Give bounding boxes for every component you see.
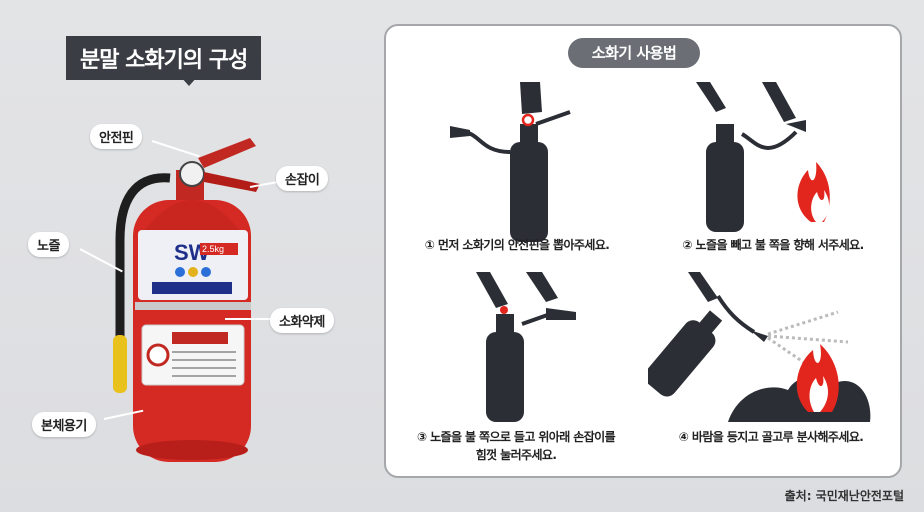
source-credit: 출처: 국민재난안전포털 bbox=[784, 489, 904, 503]
usage-panel: 소화기 사용법 ① 먼저 소화기의 안전핀을 뽑아주세요. ② 노즐을 빼고 불… bbox=[384, 24, 902, 478]
step3-caption-line2: 힘껏 눌러주세요. bbox=[475, 448, 557, 462]
lever-top bbox=[198, 138, 256, 168]
pressure-gauge bbox=[179, 161, 205, 187]
step1-illustration bbox=[450, 82, 571, 242]
safety-pin-label: 안전핀 bbox=[90, 124, 143, 149]
lever-bottom bbox=[204, 172, 260, 192]
title-wrap: 분말 소화기의 구성 bbox=[66, 36, 262, 86]
step3-illustration bbox=[476, 272, 576, 422]
body-label: 본체용기 bbox=[32, 412, 96, 437]
svg-text:2.5kg: 2.5kg bbox=[202, 244, 224, 254]
step4-caption: ④ 바람을 등지고 골고루 분사해주세요. bbox=[678, 430, 864, 444]
step2-illustration bbox=[696, 82, 830, 232]
extinguisher-illustration: SW 2.5kg bbox=[113, 138, 260, 462]
page-title: 분말 소화기의 구성 bbox=[66, 36, 262, 80]
step2-caption: ② 노즐을 빼고 불 쪽을 향해 서주세요. bbox=[682, 238, 864, 252]
metal-band bbox=[135, 302, 251, 310]
step4-illustration bbox=[648, 272, 871, 422]
nozzle-label: 노즐 bbox=[28, 232, 69, 257]
agent-line bbox=[225, 318, 273, 320]
handle-label: 손잡이 bbox=[276, 166, 329, 191]
title-tail bbox=[180, 76, 198, 86]
hose bbox=[115, 173, 171, 365]
panel-title: 소화기 사용법 bbox=[568, 38, 700, 68]
step1-caption: ① 먼저 소화기의 안전핀을 뽑아주세요. bbox=[424, 238, 610, 252]
agent-label: 소화약제 bbox=[270, 308, 334, 333]
step3-caption-line1: ③ 노즐을 불 쪽으로 들고 위아래 손잡이를 bbox=[416, 430, 616, 444]
nozzle bbox=[113, 335, 127, 393]
